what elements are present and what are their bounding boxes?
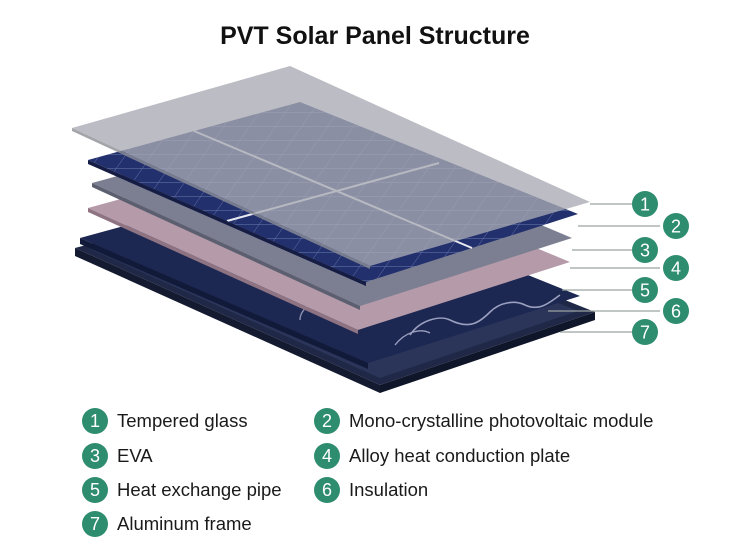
svg-text:1: 1 [640, 195, 650, 215]
callout-leaders [548, 203, 660, 333]
svg-text:2: 2 [671, 217, 681, 237]
callout-badge-5: 5 [632, 277, 658, 303]
svg-text:7: 7 [640, 323, 650, 343]
callout-badge-4: 4 [663, 255, 689, 281]
callout-badge-1: 1 [632, 191, 658, 217]
callout-badge-6: 6 [663, 298, 689, 324]
callout-badge-2: 2 [663, 213, 689, 239]
layer-tempered-glass [72, 66, 590, 269]
svg-text:5: 5 [640, 281, 650, 301]
svg-text:6: 6 [671, 302, 681, 322]
callout-badge-7: 7 [632, 319, 658, 345]
page-title: PVT Solar Panel Structure [220, 22, 530, 50]
svg-text:3: 3 [640, 241, 650, 261]
svg-text:4: 4 [671, 259, 681, 279]
callout-badge-3: 3 [632, 237, 658, 263]
